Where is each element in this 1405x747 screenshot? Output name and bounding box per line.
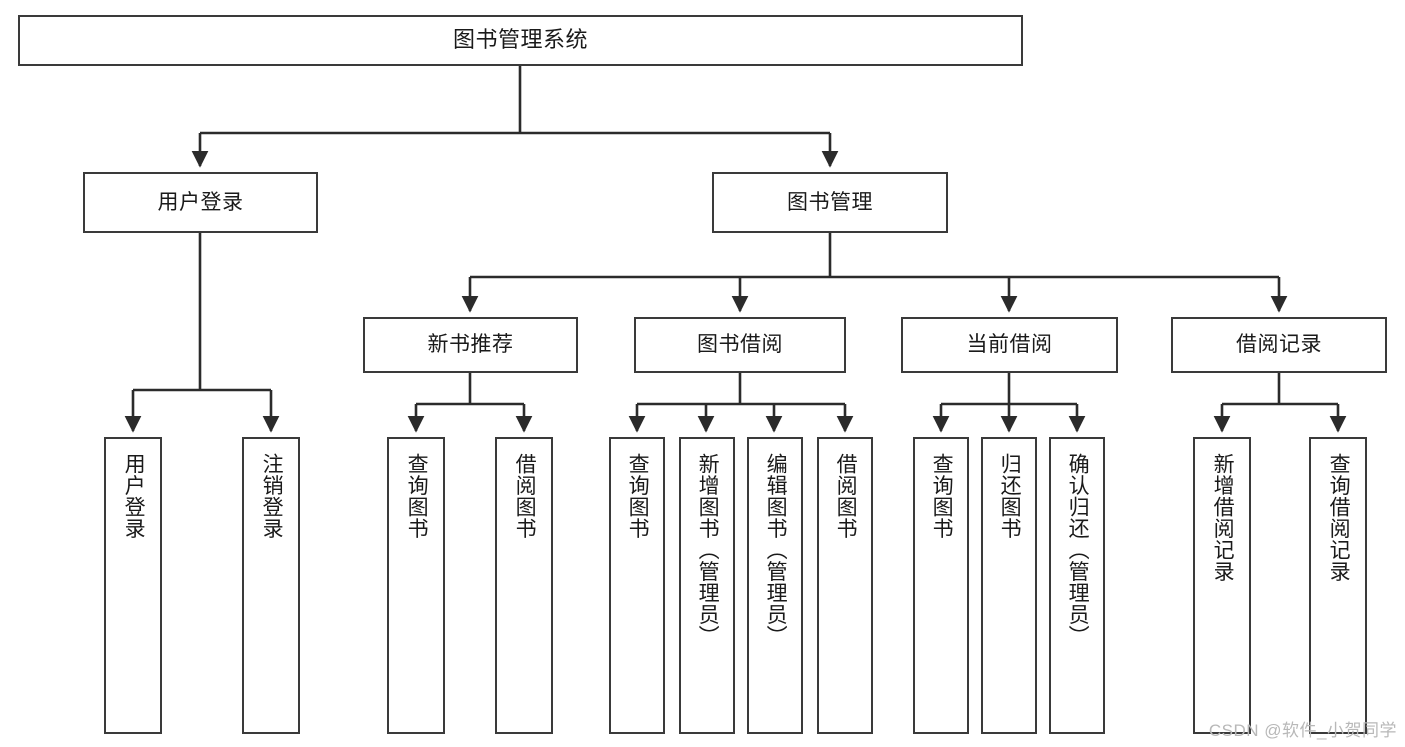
node-leaf-query-book-3[interactable]: 查询图书 <box>913 437 969 734</box>
node-leaf-query-borrow-record[interactable]: 查询借阅记录 <box>1309 437 1367 734</box>
node-label: 借阅记录 <box>1236 333 1322 357</box>
node-label: 编辑图书（管理员） <box>764 453 788 647</box>
node-label: 注销登录 <box>260 453 284 539</box>
node-label: 图书借阅 <box>697 333 783 357</box>
node-label: 用户登录 <box>122 453 146 539</box>
node-book-management[interactable]: 图书管理 <box>712 172 948 233</box>
watermark-csdn: CSDN @软件_小贺同学 <box>1208 721 1397 740</box>
node-label: 新增图书（管理员） <box>696 453 720 647</box>
node-user-login[interactable]: 用户登录 <box>83 172 318 233</box>
node-label: 查询图书 <box>626 453 650 539</box>
node-label: 确认归还（管理员） <box>1066 453 1090 647</box>
node-leaf-logout[interactable]: 注销登录 <box>242 437 300 734</box>
node-label: 借阅图书 <box>834 453 858 539</box>
node-leaf-add-borrow-record[interactable]: 新增借阅记录 <box>1193 437 1251 734</box>
node-root-book-management-system[interactable]: 图书管理系统 <box>18 15 1023 66</box>
node-current-borrowing[interactable]: 当前借阅 <box>901 317 1118 373</box>
node-book-borrowing[interactable]: 图书借阅 <box>634 317 846 373</box>
node-borrowing-record[interactable]: 借阅记录 <box>1171 317 1387 373</box>
node-label: 查询图书 <box>405 453 429 539</box>
node-label: 查询图书 <box>930 453 954 539</box>
node-label: 当前借阅 <box>966 333 1053 357</box>
node-leaf-return-book[interactable]: 归还图书 <box>981 437 1037 734</box>
node-leaf-borrow-book-1[interactable]: 借阅图书 <box>495 437 553 734</box>
node-label: 查询借阅记录 <box>1327 453 1351 582</box>
node-leaf-query-book-2[interactable]: 查询图书 <box>609 437 665 734</box>
node-label: 新增借阅记录 <box>1211 453 1235 582</box>
node-leaf-query-book-1[interactable]: 查询图书 <box>387 437 445 734</box>
node-leaf-edit-book[interactable]: 编辑图书（管理员） <box>747 437 803 734</box>
node-leaf-add-book[interactable]: 新增图书（管理员） <box>679 437 735 734</box>
node-label: 图书管理 <box>787 190 873 214</box>
node-leaf-borrow-book-2[interactable]: 借阅图书 <box>817 437 873 734</box>
node-leaf-confirm-return[interactable]: 确认归还（管理员） <box>1049 437 1105 734</box>
node-label: 归还图书 <box>998 453 1022 539</box>
node-label: 用户登录 <box>157 190 244 214</box>
node-label: 图书管理系统 <box>452 27 588 53</box>
node-label: 借阅图书 <box>513 453 537 539</box>
node-leaf-user-login[interactable]: 用户登录 <box>104 437 162 734</box>
node-new-book-recommendation[interactable]: 新书推荐 <box>363 317 578 373</box>
node-label: 新书推荐 <box>427 333 514 357</box>
